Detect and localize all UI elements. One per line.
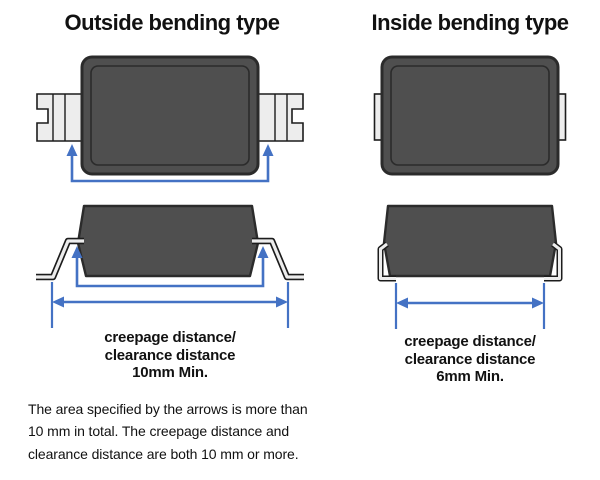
- extension-lines: [50, 282, 290, 328]
- right-arrowhead-icon: [276, 296, 288, 308]
- lead-right: [257, 93, 304, 142]
- up-arrowhead-icon: [262, 144, 274, 156]
- inward-lead-right: [544, 242, 561, 280]
- package-body-inner-line: [390, 65, 550, 166]
- outside-creepage-label: creepage distance/ clearance distance 10…: [50, 329, 290, 382]
- lead-left-bend-lines: [52, 94, 66, 141]
- up-arrowhead-icon: [71, 246, 83, 258]
- inside-side-view: [377, 204, 563, 329]
- creepage-label-line: creepage distance/: [104, 329, 236, 346]
- extension-lines: [394, 283, 546, 329]
- inside-bending-title: Inside bending type: [371, 10, 569, 35]
- outside-top-view: [36, 55, 304, 183]
- inside-top-view: [373, 55, 567, 176]
- gullwing-lead-left: [36, 239, 84, 279]
- gullwing-lead-right: [252, 239, 304, 279]
- creepage-bracket: [70, 154, 270, 183]
- package-body-profile: [382, 204, 558, 278]
- outside-side-view: [36, 204, 304, 328]
- package-body-inner-line: [90, 65, 250, 166]
- lead-left: [36, 93, 83, 142]
- footnote: The area specified by the arrows is more…: [28, 398, 368, 465]
- lead-right-bend-lines: [274, 94, 288, 141]
- inward-lead-left: [379, 242, 396, 280]
- creepage-label-value: 10mm Min.: [132, 364, 208, 381]
- creepage-label-line: creepage distance/: [404, 333, 536, 350]
- left-arrowhead-icon: [396, 297, 408, 309]
- package-body: [380, 55, 560, 176]
- creepage-label-value: 6mm Min.: [436, 368, 504, 385]
- package-body-profile: [76, 204, 260, 278]
- inside-creepage-label: creepage distance/ clearance distance 6m…: [350, 333, 590, 386]
- up-arrowhead-icon: [66, 144, 78, 156]
- footnote-line: 10 mm in total. The creepage distance an…: [28, 423, 290, 440]
- outside-bending-title: Outside bending type: [64, 10, 280, 35]
- creepage-label-line: clearance distance: [104, 346, 236, 364]
- creepage-label-line: clearance distance: [404, 350, 536, 368]
- left-arrowhead-icon: [52, 296, 64, 308]
- footnote-line: The area specified by the arrows is more…: [28, 401, 308, 417]
- creepage-bracket: [75, 256, 265, 288]
- up-arrowhead-icon: [257, 246, 269, 258]
- footnote-line: clearance distance are both 10 mm or mor…: [28, 445, 299, 462]
- right-arrowhead-icon: [532, 297, 544, 309]
- package-body: [80, 55, 260, 176]
